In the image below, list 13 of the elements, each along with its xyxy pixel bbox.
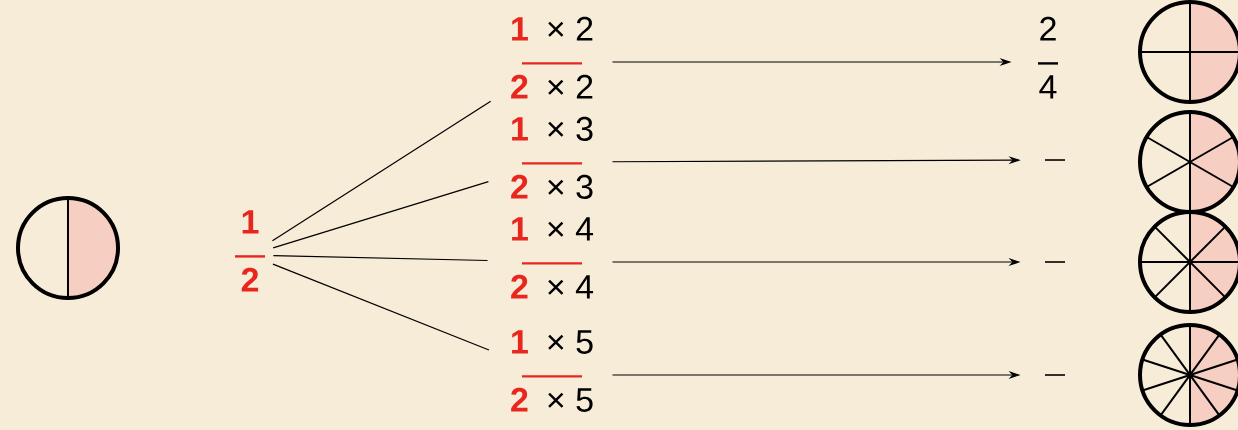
fill-in-line [1045, 261, 1065, 263]
fraction: 1 × 4 2 × 4 [511, 217, 594, 299]
branch-line [272, 254, 489, 262]
fraction: 1 × 3 2 × 3 [511, 116, 593, 199]
branch-line [272, 263, 490, 351]
fraction: 1 2 [235, 210, 265, 292]
fill-in-line [1045, 159, 1065, 161]
fraction: 2 4 [1038, 16, 1058, 99]
fraction: 1 × 2 2 × 2 [511, 16, 593, 99]
branch-line [271, 100, 492, 242]
fill-in-line [1045, 374, 1065, 376]
fraction: 1 × 5 2 × 5 [511, 330, 593, 412]
branch-line [272, 181, 490, 249]
